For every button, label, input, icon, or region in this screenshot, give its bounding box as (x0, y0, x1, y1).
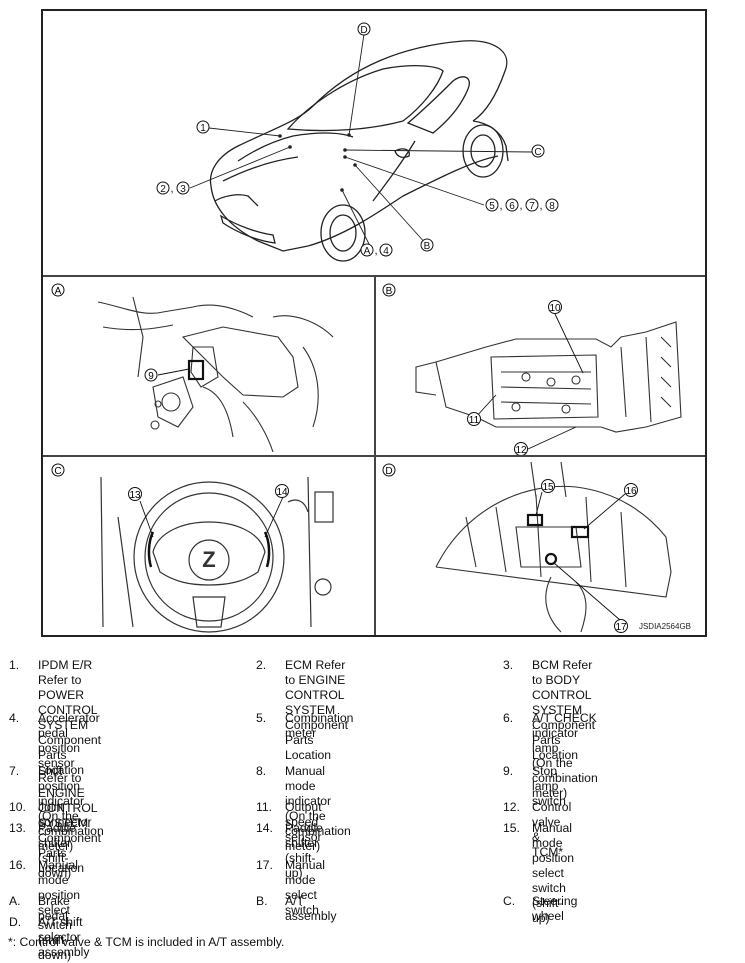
panel-D-shift-selector: D 15 16 17 (382, 461, 672, 633)
svg-text:B: B (424, 241, 431, 252)
vehicle-overview-illustration: 1 D 2 , 3 C 5 , 6 , 7 , 8 A , 4 B (156, 22, 559, 262)
svg-text:3: 3 (180, 184, 186, 195)
callout-10: 10 (548, 300, 562, 314)
callout-D: D (357, 22, 371, 36)
svg-text:D: D (360, 25, 367, 36)
panel-A-brake-pedal: A 9 (51, 283, 334, 453)
callout-13: 13 (128, 487, 142, 501)
svg-text:Z: Z (202, 547, 215, 572)
svg-text:9: 9 (148, 371, 154, 382)
callout-8: 8 (545, 198, 559, 212)
svg-text:17: 17 (615, 622, 627, 633)
svg-text:,: , (519, 200, 522, 212)
callout-1: 1 (196, 120, 210, 134)
svg-text:C: C (54, 466, 61, 477)
panel-B-label: B (382, 283, 396, 297)
svg-text:6: 6 (509, 201, 515, 212)
svg-text:12: 12 (515, 445, 527, 455)
callout-11: 11 (467, 412, 481, 426)
callout-17: 17 (614, 619, 628, 633)
svg-text:,: , (374, 245, 377, 257)
callout-B: B (420, 238, 434, 252)
panel-D-label: D (382, 463, 396, 477)
svg-text:A: A (364, 246, 371, 257)
svg-text:13: 13 (129, 490, 141, 501)
svg-text:,: , (539, 200, 542, 212)
svg-text:15: 15 (542, 482, 554, 493)
callout-C: C (531, 144, 545, 158)
svg-text:16: 16 (625, 486, 637, 497)
callout-3: 3 (176, 181, 190, 195)
svg-text:C: C (534, 147, 541, 158)
callout-12: 12 (514, 442, 528, 455)
callout-15: 15 (541, 479, 555, 493)
svg-text:2: 2 (160, 184, 166, 195)
svg-text:,: , (170, 183, 173, 195)
svg-text:11: 11 (469, 415, 480, 426)
callout-14: 14 (275, 484, 289, 498)
panel-B-at-assembly: B 10 11 12 (382, 283, 682, 455)
figure-code: JSDIA2564GB (638, 622, 691, 631)
svg-text:10: 10 (549, 303, 561, 314)
callout-A: A (360, 243, 374, 257)
callout-2: 2 (156, 181, 170, 195)
diagram-frame: 1 D 2 , 3 C 5 , 6 , 7 , 8 A , 4 B A (41, 9, 707, 637)
panel-C-steering-wheel: C Z 13 14 (51, 463, 334, 633)
divider-vertical (374, 275, 376, 635)
callout-9: 9 (144, 368, 158, 382)
svg-text:1: 1 (200, 123, 206, 134)
svg-text:D: D (385, 466, 392, 477)
callout-5: 5 (485, 198, 499, 212)
panel-C-label: C (51, 463, 65, 477)
svg-text:7: 7 (529, 201, 535, 212)
footnote: *: Control valve & TCM is included in A/… (8, 935, 285, 949)
svg-text:5: 5 (489, 201, 495, 212)
svg-text:A: A (55, 286, 62, 297)
callout-4: 4 (379, 243, 393, 257)
svg-text:14: 14 (276, 487, 288, 498)
panel-A-label: A (51, 283, 65, 297)
svg-text:8: 8 (549, 201, 555, 212)
callout-16: 16 (624, 483, 638, 497)
svg-text:4: 4 (383, 246, 389, 257)
svg-text:B: B (386, 286, 393, 297)
callout-6: 6 (505, 198, 519, 212)
callout-7: 7 (525, 198, 539, 212)
svg-text:,: , (499, 200, 502, 212)
